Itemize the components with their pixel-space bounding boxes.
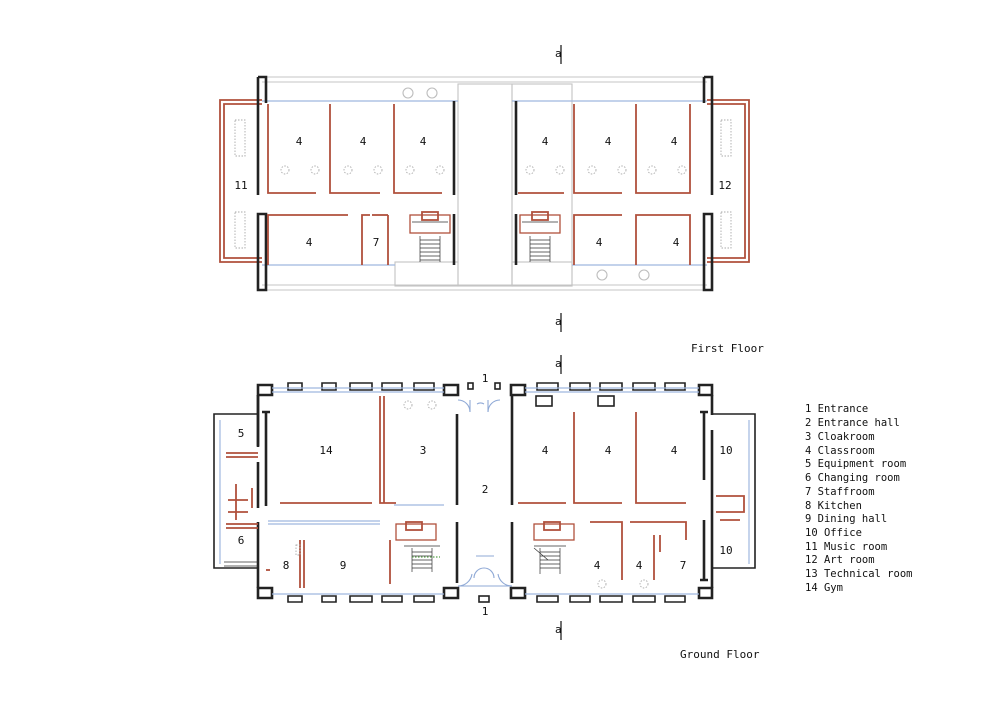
room-label: 8: [283, 559, 290, 572]
room-label: 9: [340, 559, 347, 572]
room-label: 2: [482, 483, 489, 496]
room-label: 4: [605, 135, 612, 148]
legend-item: 7 Staffroom: [805, 486, 875, 498]
room-label: 6: [238, 534, 245, 547]
first-floor-north-partitions: [267, 104, 691, 194]
legend-item: 5 Equipment room: [805, 458, 906, 470]
room-label: 4: [671, 444, 678, 457]
ground-floor-west-annex: [213, 413, 258, 569]
room-label: 4: [296, 135, 303, 148]
first-floor-south-partitions: [267, 214, 691, 265]
ground-floor-north-facade: [256, 382, 714, 447]
ground-floor-section-markers: a a: [555, 355, 562, 640]
room-label: 10: [719, 444, 732, 457]
room-label: 4: [306, 236, 313, 249]
legend-item: 3 Cloakroom: [805, 431, 875, 443]
legend-item: 4 Classroom: [805, 445, 875, 457]
first-floor-section-markers: a a: [555, 45, 562, 332]
ground-floor-plan: 1 5 14 3 4 4 4 10 2 6 8 9 4 4 7 10 1 a a…: [213, 355, 760, 661]
section-marker-top: a: [555, 47, 562, 60]
room-legend: 1 Entrance 2 Entrance hall 3 Cloakroom 4…: [805, 403, 912, 594]
first-floor-end-walls: [256, 75, 714, 292]
room-label: 4: [605, 444, 612, 457]
first-floor-side-wings: [219, 99, 750, 263]
first-floor-room-labels: 4 4 4 4 4 4 11 12 4 7 4 4: [234, 135, 731, 249]
ground-floor-hall-walls: [268, 395, 514, 583]
ground-floor-end-walls: [256, 395, 714, 588]
section-marker-top: a: [555, 357, 562, 370]
room-label: 4: [542, 135, 549, 148]
legend-item: 11 Music room: [805, 541, 887, 553]
room-label: 4: [673, 236, 680, 249]
room-label: 14: [319, 444, 333, 457]
legend-item: 9 Dining hall: [805, 513, 887, 525]
room-label: 3: [420, 444, 427, 457]
section-marker-bottom: a: [555, 623, 562, 636]
room-label: 11: [234, 179, 247, 192]
legend-item: 14 Gym: [805, 582, 843, 594]
ground-floor-caption: Ground Floor: [680, 648, 760, 661]
room-label: 1: [482, 372, 489, 385]
first-floor-staircases: [409, 211, 561, 262]
room-label: 12: [718, 179, 731, 192]
ground-floor-south-facade: [256, 586, 714, 603]
legend-item: 1 Entrance: [805, 403, 868, 415]
room-label: 10: [719, 544, 732, 557]
ground-floor-east-partitions: [518, 395, 687, 589]
room-label: 7: [680, 559, 687, 572]
room-label: 1: [482, 605, 489, 618]
legend-item: 10 Office: [805, 527, 862, 539]
room-label: 4: [596, 236, 603, 249]
first-floor-corridor-walls: [452, 101, 518, 265]
room-label: 4: [542, 444, 549, 457]
room-label: 4: [671, 135, 678, 148]
ground-floor-room-labels: 1 5 14 3 4 4 4 10 2 6 8 9 4 4 7 10 1: [238, 372, 733, 618]
legend-item: 6 Changing room: [805, 472, 900, 484]
ground-floor-entrance-doors: [457, 399, 513, 587]
room-label: 5: [238, 427, 245, 440]
first-floor-ghost-outline: [262, 76, 707, 291]
section-marker-bottom: a: [555, 315, 562, 328]
legend-item: 8 Kitchen: [805, 500, 862, 512]
room-label: 4: [360, 135, 367, 148]
first-floor-windows: [262, 100, 707, 266]
legend-item: 12 Art room: [805, 554, 875, 566]
first-floor-caption: First Floor: [691, 342, 764, 355]
first-floor-plan: 4 4 4 4 4 4 11 12 4 7 4 4 a a First Floo…: [219, 45, 764, 355]
ground-floor-east-annex: [712, 413, 756, 569]
room-label: 4: [420, 135, 427, 148]
room-label: 7: [373, 236, 380, 249]
room-label: 4: [594, 559, 601, 572]
ground-floor-staircases: [395, 521, 575, 574]
room-label: 4: [636, 559, 643, 572]
legend-item: 13 Technical room: [805, 568, 912, 580]
ground-floor-west-partitions: [266, 396, 437, 588]
legend-item: 2 Entrance hall: [805, 417, 900, 429]
